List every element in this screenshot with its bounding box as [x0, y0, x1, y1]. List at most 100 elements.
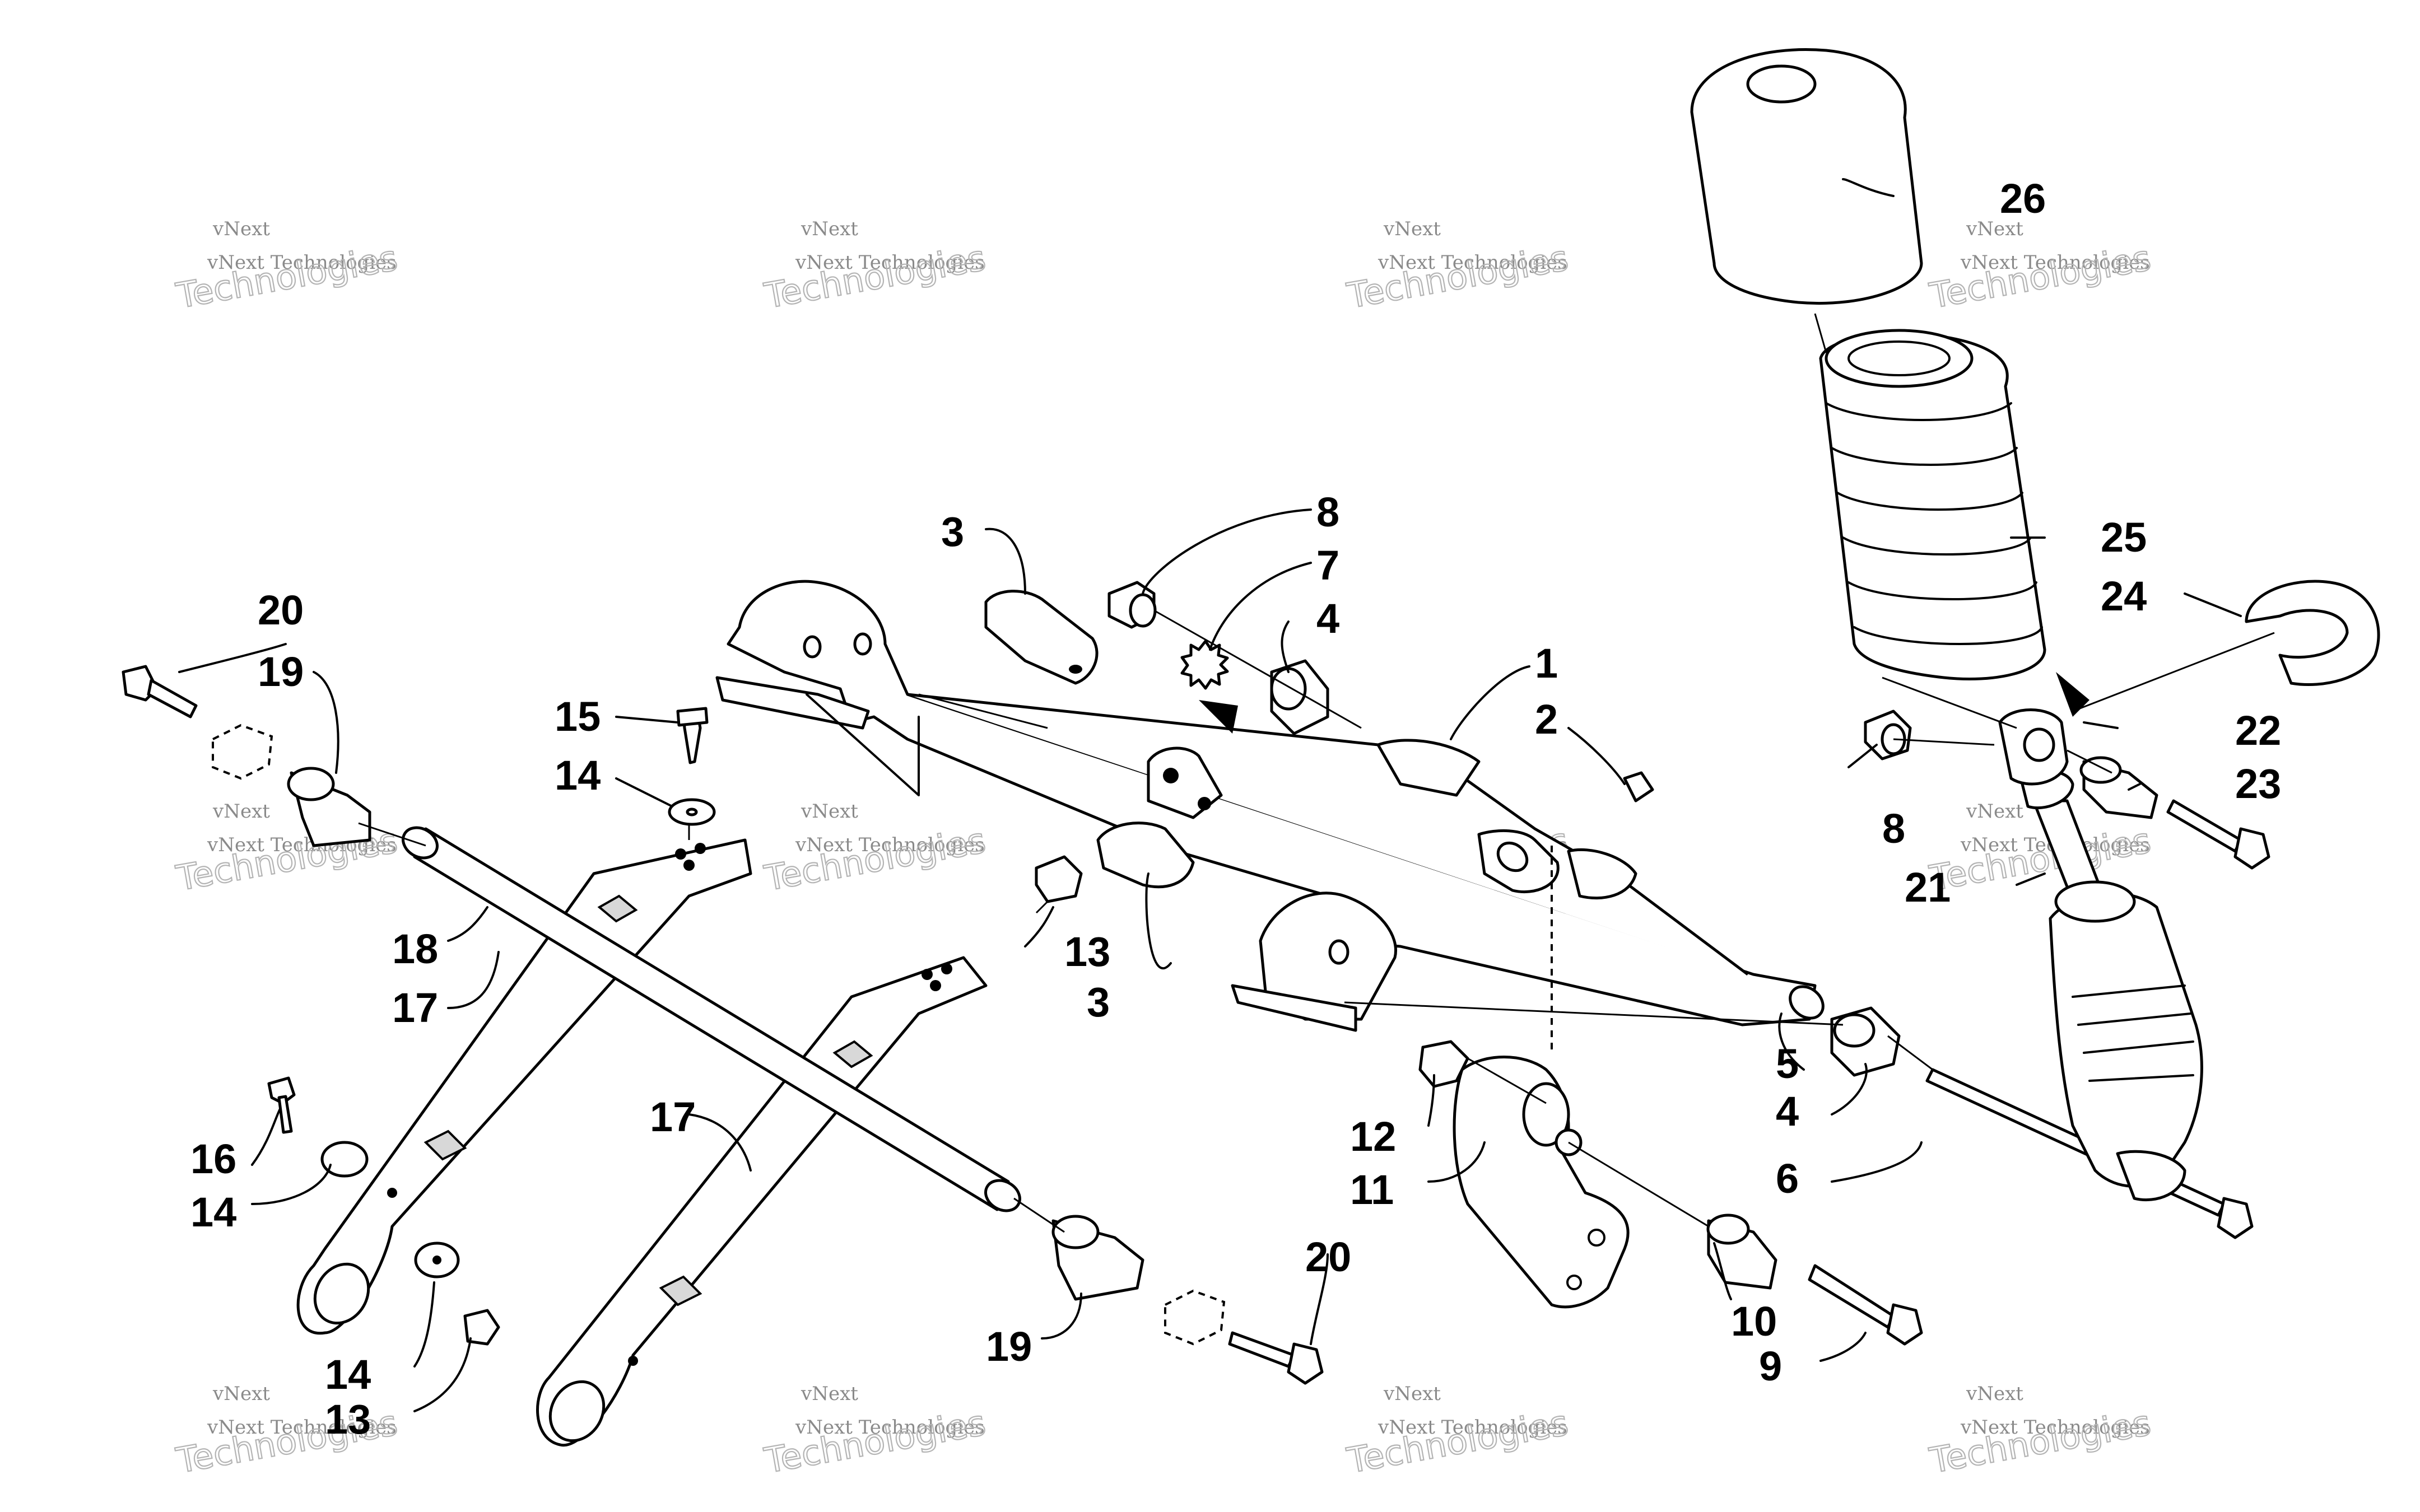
bushing-top: [1270, 659, 1329, 735]
svg-text:vNext: vNext: [1966, 218, 2023, 240]
watermark: vNext vNext Technologies Technologies: [1926, 1383, 2154, 1482]
bolt-9: [1808, 1264, 1923, 1346]
callout-14-left: 14: [190, 1189, 236, 1235]
svg-text:vNext Technologies: vNext Technologies: [207, 1416, 397, 1439]
svg-text:vNext: vNext: [212, 1383, 270, 1405]
callout-9: 9: [1759, 1343, 1782, 1389]
callout-11: 11: [1350, 1166, 1394, 1213]
shock-bracket: [1453, 1056, 1630, 1309]
callout-26: 26: [2000, 175, 2046, 222]
svg-text:vNext Technologies: vNext Technologies: [795, 834, 985, 856]
callout-1: 1: [1535, 640, 1558, 687]
washer-14-left: [320, 1141, 369, 1178]
svg-text:vNext: vNext: [1966, 800, 2023, 823]
svg-text:Technologies: Technologies: [1344, 1402, 1571, 1481]
callout-13-middle: 13: [1064, 928, 1110, 975]
leader-lines: [178, 178, 2275, 1412]
svg-text:Technologies: Technologies: [1926, 1402, 2154, 1481]
callout-10: 10: [1731, 1298, 1777, 1345]
svg-text:vNext Technologies: vNext Technologies: [1377, 251, 1567, 274]
bolt-20-right: [1228, 1331, 1324, 1385]
svg-text:Technologies: Technologies: [173, 237, 401, 316]
wear-pad-lower: [1096, 822, 1195, 889]
svg-text:vNext Technologies: vNext Technologies: [1377, 1416, 1567, 1439]
spring-retainer: [2245, 580, 2380, 686]
callout-17-top: 17: [392, 984, 438, 1031]
coil-spring: [1819, 329, 2046, 680]
watermark: vNext vNext Technologies Technologies: [1343, 1383, 1572, 1482]
pointer-arrow-left: [1199, 700, 1238, 734]
svg-text:Technologies: Technologies: [761, 1402, 989, 1481]
svg-text:Technologies: Technologies: [761, 237, 989, 316]
grease-fitting: [1623, 771, 1654, 802]
callout-5: 5: [1776, 1040, 1799, 1087]
rail-strap-left: [296, 838, 752, 1335]
bolt-23: [2166, 799, 2270, 870]
watermark: vNext vNext Technologies Technologies: [1926, 218, 2154, 317]
bolt-15: [676, 707, 709, 764]
wear-pad-top: [984, 590, 1099, 685]
pointer-arrow-right: [2056, 672, 2089, 717]
svg-text:vNext Technologies: vNext Technologies: [207, 251, 397, 274]
callout-24: 24: [2101, 573, 2147, 619]
svg-text:vNext Technologies: vNext Technologies: [1960, 1416, 2150, 1439]
watermark: vNext vNext Technologies Technologies: [1343, 218, 1572, 317]
svg-text:vNext: vNext: [801, 218, 858, 240]
callout-14-top: 14: [555, 752, 601, 799]
callout-13-lower: 13: [325, 1396, 371, 1443]
callout-labels: 1 2 3 3 4 4 5 6 7 8 8 9 10 11 12 13 13 1…: [190, 175, 2281, 1443]
callout-6: 6: [1776, 1155, 1799, 1202]
nut-12: [1418, 1040, 1469, 1088]
callout-25: 25: [2101, 514, 2147, 561]
watermark: vNext vNext Technologies Technologies: [761, 218, 989, 317]
callout-7: 7: [1316, 542, 1339, 589]
svg-text:vNext: vNext: [1383, 218, 1441, 240]
callout-19-left: 19: [258, 648, 304, 695]
svg-text:Technologies: Technologies: [761, 820, 989, 899]
shock-absorber: [2021, 770, 2203, 1202]
nut-top: [1107, 581, 1157, 629]
nut-13-middle: [1035, 855, 1083, 903]
front-arm: [715, 580, 1825, 1032]
callout-8-right: 8: [1882, 805, 1905, 852]
spacer-10: [1706, 1214, 1777, 1290]
callout-3-lower: 3: [1087, 979, 1110, 1025]
svg-text:vNext Technologies: vNext Technologies: [795, 1416, 985, 1439]
svg-text:Technologies: Technologies: [1926, 237, 2154, 316]
callout-3-top: 3: [941, 508, 964, 555]
nut-8-right: [1864, 710, 1912, 760]
callout-23: 23: [2235, 760, 2281, 807]
star-washer: [1180, 640, 1229, 690]
svg-text:vNext: vNext: [212, 218, 270, 240]
rubber-boot: [1690, 48, 1923, 305]
svg-text:Technologies: Technologies: [1344, 237, 1571, 316]
washer-14-top: [668, 798, 716, 826]
callout-20-left: 20: [258, 587, 304, 633]
svg-text:vNext: vNext: [1966, 1383, 2023, 1405]
callout-8-top: 8: [1316, 489, 1339, 535]
svg-text:vNext: vNext: [1383, 1383, 1441, 1405]
bolt-16: [267, 1076, 296, 1134]
nut-13-lower: [463, 1309, 500, 1346]
svg-text:vNext Technologies: vNext Technologies: [1960, 251, 2150, 274]
bushing-19-right: [1051, 1215, 1144, 1301]
bushing-19-left: [287, 767, 371, 847]
callout-22: 22: [2235, 707, 2281, 754]
callout-15: 15: [555, 693, 601, 740]
shock-top-eye: [1998, 708, 2069, 786]
callout-14-lower: 14: [325, 1351, 371, 1398]
watermark: vNext vNext Technologies Technologies: [761, 800, 989, 899]
bushing-4-right: [1830, 1006, 1901, 1077]
svg-text:vNext: vNext: [801, 1383, 858, 1405]
rail-strap-right: [536, 956, 988, 1447]
svg-text:vNext: vNext: [801, 800, 858, 823]
cross-shaft: [402, 826, 1021, 1212]
callout-18: 18: [392, 926, 438, 972]
arrow-markers: [1199, 672, 2089, 734]
svg-text:vNext: vNext: [212, 800, 270, 823]
spacer-22: [2079, 756, 2158, 819]
svg-text:vNext Technologies: vNext Technologies: [795, 251, 985, 274]
bolt-20-left: [122, 665, 198, 718]
callout-12: 12: [1350, 1113, 1396, 1160]
